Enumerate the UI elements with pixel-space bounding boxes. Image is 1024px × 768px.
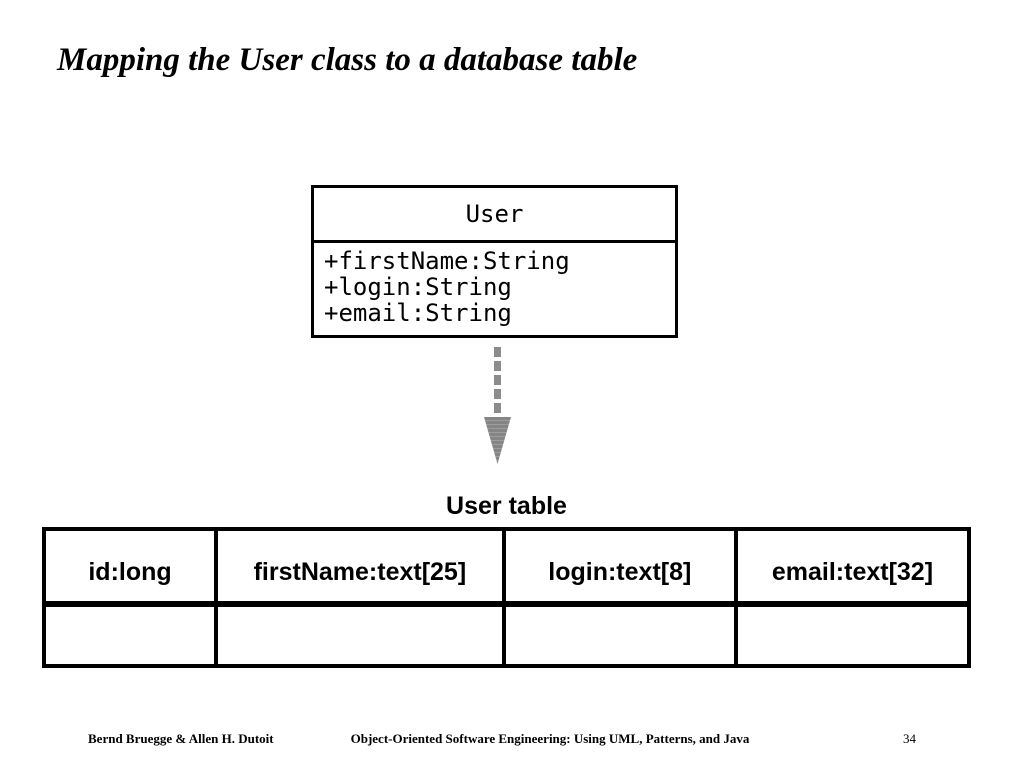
table-cell: [214, 602, 506, 668]
uml-attribute-login: +login:String: [324, 273, 512, 301]
column-header-email: email:text[32]: [733, 527, 972, 607]
column-header-login: login:text[8]: [501, 527, 738, 607]
db-table: id:long firstName:text[25] login:text[8]…: [41, 527, 972, 668]
footer-book-title: Object-Oriented Software Engineering: Us…: [350, 731, 750, 746]
footer-authors: Bernd Bruegge & Allen H. Dutoit: [88, 731, 274, 746]
db-table-header-row: id:long firstName:text[25] login:text[8]…: [41, 527, 972, 607]
column-header-id: id:long: [41, 527, 219, 607]
footer-page-number: 34: [903, 731, 916, 746]
db-table-empty-row: [41, 602, 972, 668]
uml-attribute-firstname: +firstName:String: [324, 247, 570, 275]
table-cell: [41, 602, 219, 668]
arrow-head: [484, 417, 511, 464]
db-table-caption: User table: [446, 492, 567, 520]
table-cell: [501, 602, 738, 668]
mapping-arrow-down-icon: [484, 347, 511, 464]
uml-class-attributes: +firstName:String +login:String +email:S…: [314, 243, 675, 335]
uml-class-box: User +firstName:String +login:String +em…: [311, 185, 678, 338]
uml-class-name: User: [314, 188, 675, 243]
table-cell: [733, 602, 972, 668]
arrow-shaft: [494, 347, 501, 417]
uml-attribute-email: +email:String: [324, 299, 512, 327]
column-header-firstname: firstName:text[25]: [214, 527, 506, 607]
slide-title: Mapping the User class to a database tab…: [57, 42, 638, 78]
slide-footer: Bernd Bruegge & Allen H. Dutoit Object-O…: [0, 731, 1024, 751]
